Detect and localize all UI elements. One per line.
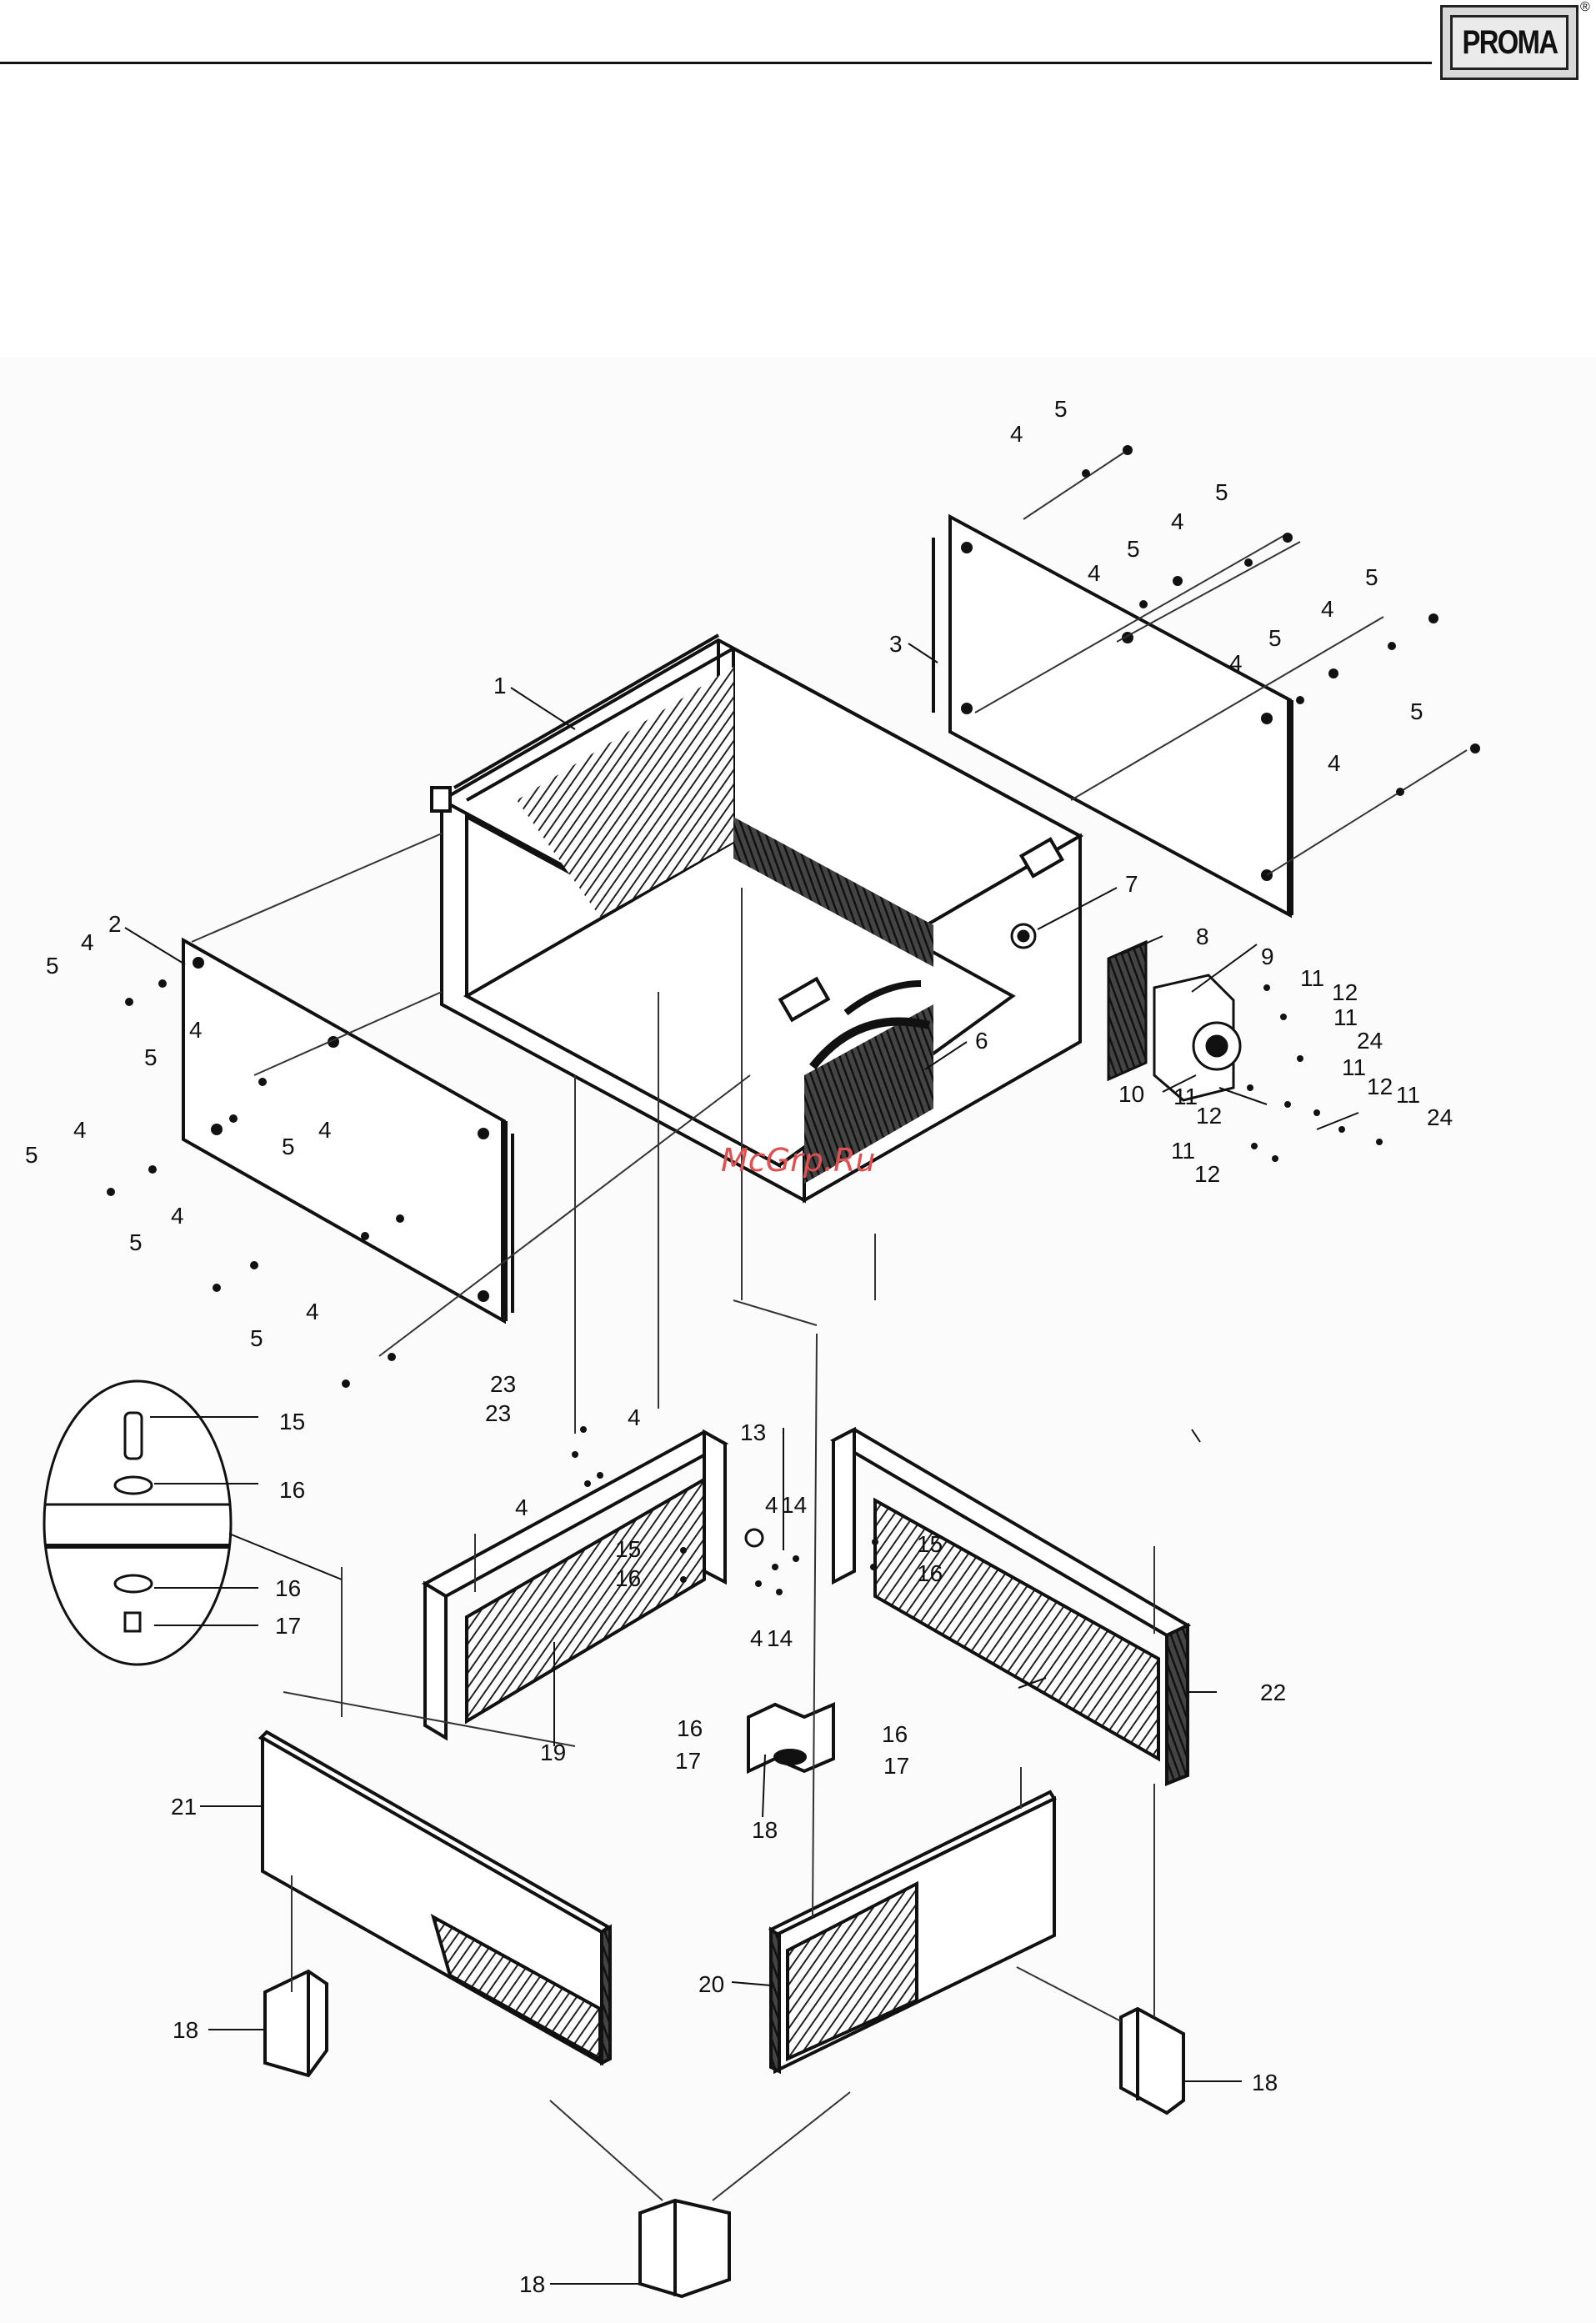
callout-22: 22 (1260, 1680, 1286, 1705)
callout-21: 21 (171, 1794, 197, 1820)
callout-6: 6 (975, 1028, 988, 1054)
callout-15: 15 (917, 1531, 943, 1557)
callout-5: 5 (1054, 396, 1068, 422)
callout-4: 4 (765, 1492, 778, 1518)
callout-16: 16 (279, 1477, 305, 1503)
callout-23: 23 (490, 1371, 516, 1397)
callout-4: 4 (1321, 596, 1334, 622)
callout-4: 4 (306, 1299, 319, 1324)
callout-4: 4 (189, 1017, 203, 1043)
callout-16: 16 (275, 1575, 301, 1601)
callout-11: 11 (1333, 1004, 1358, 1030)
callout-11: 11 (1396, 1082, 1420, 1108)
callout-18: 18 (173, 2017, 198, 2043)
callout-4: 4 (73, 1117, 87, 1143)
callout-12: 12 (1332, 979, 1358, 1005)
callout-17: 17 (675, 1748, 701, 1774)
callout-4: 4 (1088, 560, 1101, 586)
callout-4: 4 (81, 929, 94, 955)
callout-4: 4 (1229, 650, 1243, 676)
callout-16: 16 (677, 1715, 703, 1741)
callout-4: 4 (1171, 508, 1184, 534)
callout-16: 16 (882, 1721, 908, 1747)
callout-23: 23 (485, 1400, 511, 1426)
foot-bottom (640, 2200, 729, 2296)
detail-inset (44, 1381, 231, 1665)
foot-left (265, 1971, 327, 2075)
callout-18: 18 (1252, 2070, 1278, 2095)
callout-2: 2 (108, 911, 122, 937)
callout-4: 4 (515, 1494, 528, 1520)
callout-5: 5 (1215, 479, 1228, 505)
callout-15: 15 (615, 1536, 641, 1562)
callout-16: 16 (917, 1560, 943, 1586)
callout-5: 5 (1410, 698, 1423, 724)
callout-18: 18 (752, 1817, 778, 1843)
callout-11: 11 (1173, 1084, 1198, 1109)
callout-17: 17 (275, 1613, 301, 1639)
foot-right (1121, 2009, 1183, 2113)
callout-14: 14 (767, 1625, 793, 1651)
callout-5: 5 (25, 1142, 38, 1168)
callout-14: 14 (781, 1492, 807, 1518)
callout-5: 5 (1268, 625, 1282, 651)
callout-5: 5 (129, 1229, 143, 1255)
callout-4: 4 (171, 1203, 184, 1229)
callout-20: 20 (698, 1971, 724, 1997)
callout-9: 9 (1261, 944, 1274, 969)
callout-12: 12 (1194, 1161, 1220, 1187)
callout-4: 4 (1328, 750, 1341, 776)
callout-24: 24 (1357, 1028, 1383, 1054)
callout-11: 11 (1300, 965, 1324, 991)
callout-12: 12 (1196, 1103, 1222, 1129)
callout-12: 12 (1367, 1074, 1393, 1099)
callout-17: 17 (883, 1753, 909, 1779)
callout-18: 18 (519, 2271, 545, 2297)
callout-5: 5 (144, 1044, 158, 1070)
callout-13: 13 (740, 1419, 766, 1445)
callout-24: 24 (1427, 1104, 1453, 1130)
callout-4: 4 (318, 1117, 332, 1143)
callout-15: 15 (279, 1409, 305, 1434)
callout-4: 4 (1010, 421, 1023, 447)
callout-16: 16 (615, 1565, 641, 1591)
callout-4: 4 (750, 1625, 763, 1651)
callout-10: 10 (1118, 1081, 1144, 1107)
callout-5: 5 (250, 1325, 263, 1351)
callout-5: 5 (1365, 564, 1378, 590)
callout-5: 5 (1127, 536, 1140, 562)
callout-7: 7 (1125, 871, 1138, 897)
stand-frame-19 (425, 1432, 725, 1738)
watermark: McGrp.Ru (721, 1142, 875, 1179)
corner-bracket-center (748, 1705, 833, 1771)
callout-19: 19 (540, 1740, 566, 1765)
callout-11: 11 (1171, 1138, 1195, 1164)
callout-1: 1 (493, 673, 507, 698)
callout-5: 5 (282, 1134, 295, 1159)
callout-3: 3 (889, 631, 903, 657)
callout-11: 11 (1342, 1054, 1366, 1080)
callout-5: 5 (46, 953, 59, 979)
callout-8: 8 (1196, 924, 1209, 949)
callout-4: 4 (628, 1404, 641, 1430)
